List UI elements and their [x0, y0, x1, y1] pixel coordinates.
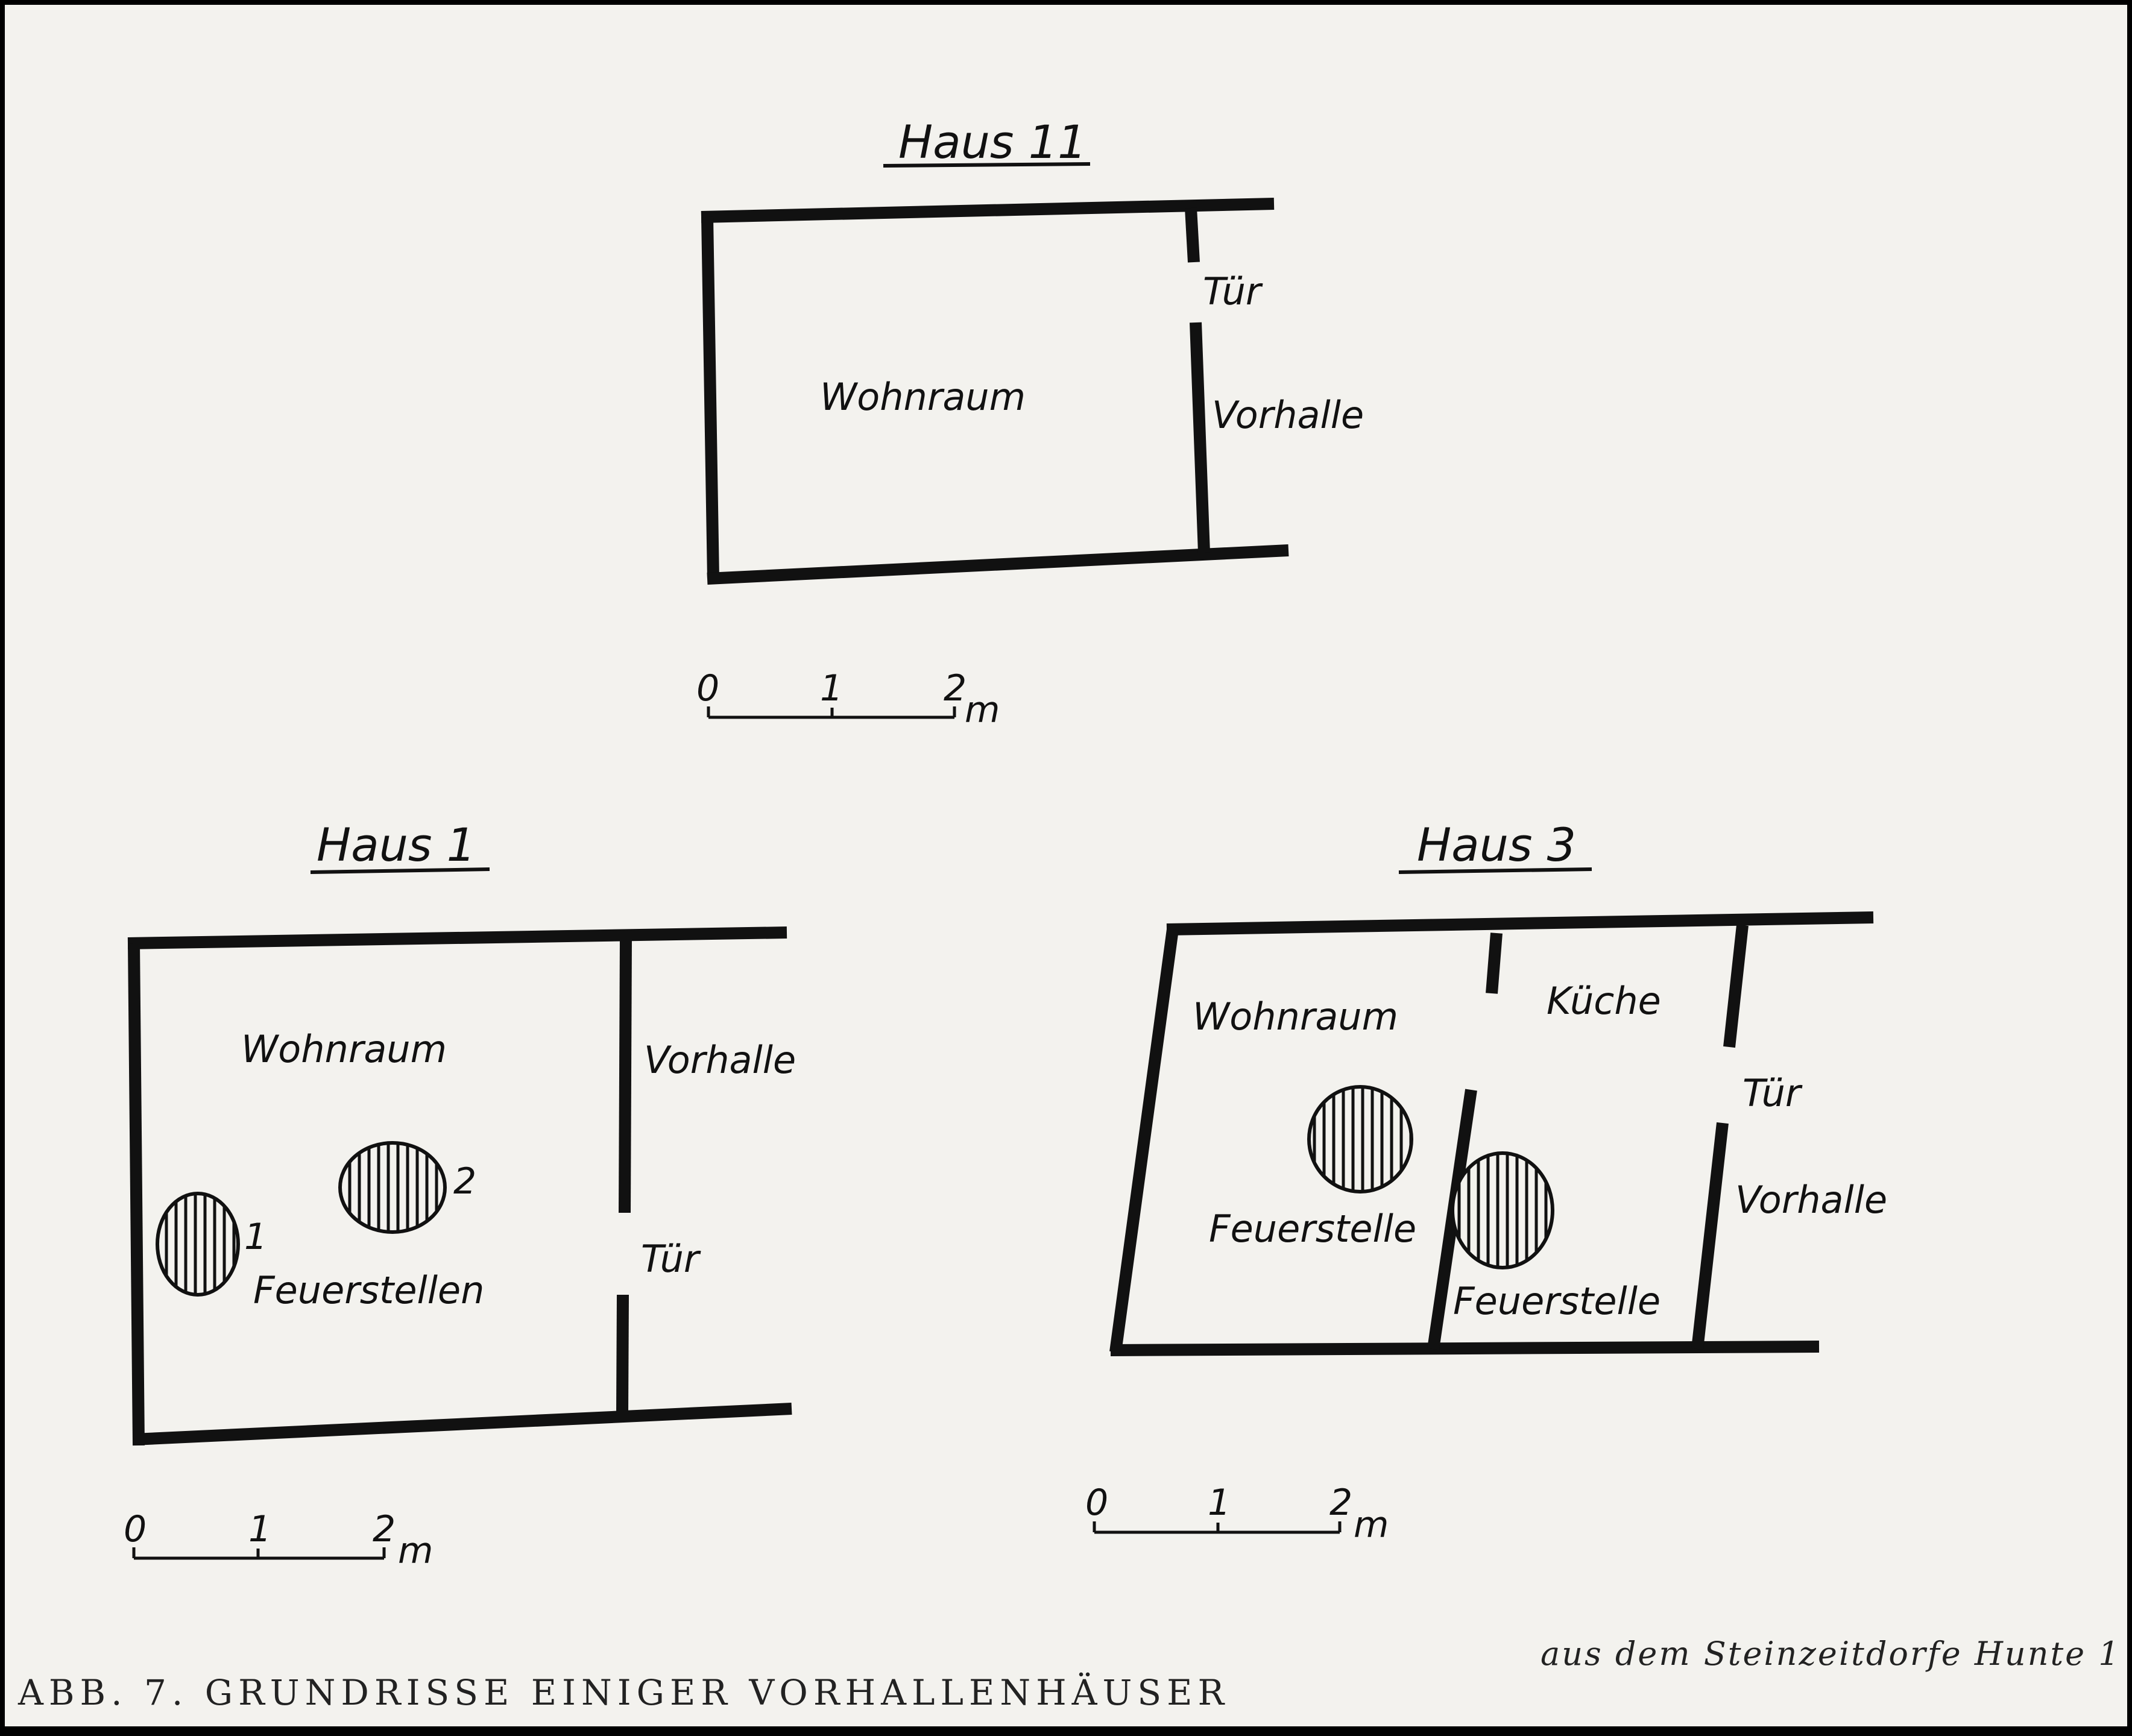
- haus-3-title: Haus 3: [1417, 818, 1576, 872]
- haus-1-walls: [127, 926, 792, 1446]
- scale-bar-haus-11-unit: m: [965, 689, 1000, 731]
- haus-11-vorhalle-label: Vorhalle: [1212, 393, 1364, 437]
- haus-1-tuer-label: Tür: [641, 1237, 701, 1281]
- haus-1-title-underline: [310, 867, 490, 874]
- scale-bar-haus-3-tick-1: 1: [1208, 1482, 1231, 1524]
- scale-bar-haus-1-tick-1: 1: [248, 1508, 271, 1550]
- haus-3-hearth-kueche: [1451, 1151, 1554, 1269]
- scale-bar-haus-3-line: [1093, 1521, 1342, 1534]
- figure-caption: ABB. 7. GRUNDRISSE EINIGER VORHALLENHÄUS…: [17, 1672, 1229, 1713]
- paper-background: [5, 5, 2127, 1726]
- scale-bar-haus-11-tick-0: 0: [696, 667, 719, 709]
- scale-bar-haus-11-tick-1: 1: [820, 667, 843, 709]
- haus-3-feuerstelle-wohnraum-label: Feuerstelle: [1209, 1207, 1416, 1251]
- haus-3-tuer-label: Tür: [1742, 1071, 1803, 1115]
- haus-11-wohnraum-label: Wohnraum: [820, 375, 1026, 419]
- haus-1-hearth-1-number: 1: [244, 1216, 267, 1258]
- haus-3-title-underline: [1398, 867, 1592, 874]
- haus-3-feuerstelle-kueche-label: Feuerstelle: [1453, 1279, 1660, 1323]
- haus-1-hearth-2-number: 2: [453, 1160, 476, 1203]
- scale-bar-haus-1-unit: m: [398, 1530, 433, 1572]
- haus-1-wohnraum-label: Wohnraum: [241, 1027, 447, 1071]
- scale-bar-haus-3-tick-2: 2: [1329, 1482, 1352, 1524]
- figure-source: aus dem Steinzeitdorfe Hunte 1: [1541, 1635, 2121, 1673]
- scale-bar-haus-3-tick-0: 0: [1085, 1482, 1108, 1524]
- haus-1-hearth-1: [156, 1192, 240, 1297]
- haus-3-wohnraum-label: Wohnraum: [1193, 995, 1398, 1039]
- scale-bar-haus-1-tick-0: 0: [124, 1508, 147, 1550]
- scale-bar-haus-3-unit: m: [1354, 1504, 1389, 1546]
- scale-bar-haus-11: 0 1 2 m: [696, 667, 1000, 731]
- haus-11-tuer-label: Tür: [1203, 269, 1263, 313]
- haus-11-title: Haus 11: [898, 115, 1086, 169]
- plan-haus-1: Haus 1 Wohnraum Vorhalle Tür Feuerstelle…: [127, 818, 796, 1446]
- haus-3-hearth-wohnraum: [1307, 1085, 1413, 1194]
- haus-11-title-underline: [883, 162, 1091, 168]
- haus-3-vorhalle-label: Vorhalle: [1735, 1178, 1887, 1222]
- scale-bar-haus-11-line: [707, 706, 956, 719]
- haus-3-kueche-label: Küche: [1547, 979, 1661, 1023]
- scale-bar-haus-1-line: [132, 1547, 386, 1560]
- plan-haus-11: Haus 11 Wohnraum Tür Vorhalle: [701, 115, 1364, 585]
- scale-bar-haus-1: 0 1 2 m: [124, 1508, 433, 1572]
- haus-1-vorhalle-label: Vorhalle: [644, 1038, 796, 1082]
- haus-1-title: Haus 1: [317, 818, 476, 872]
- haus-1-feuerstellen-label: Feuerstellen: [253, 1268, 484, 1312]
- scale-bar-haus-11-tick-2: 2: [944, 667, 967, 709]
- plan-haus-3: Haus 3 Wohnraum Küche Tür Vorhalle Feuer…: [1109, 818, 1887, 1356]
- scale-bar-haus-3: 0 1 2 m: [1085, 1482, 1389, 1546]
- haus-1-hearth-2: [338, 1141, 447, 1234]
- haus-11-walls: [701, 198, 1289, 585]
- scale-bar-haus-1-tick-2: 2: [373, 1508, 396, 1550]
